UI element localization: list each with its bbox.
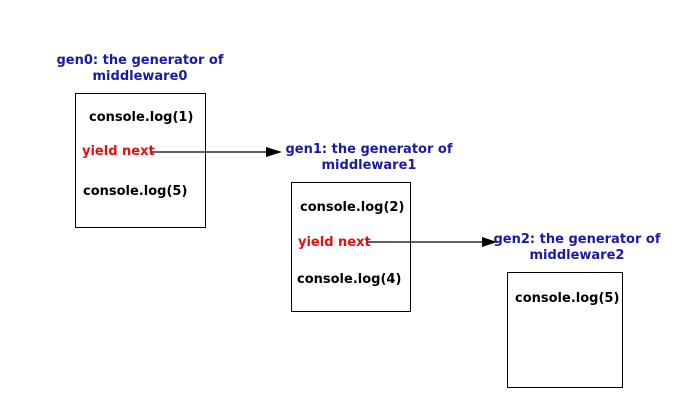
arrowhead-gen1-to-gen2 [482,237,497,247]
gen2-title: gen2: the generator of middleware2 [487,232,667,264]
gen0-title-line2: middleware0 [92,69,188,84]
gen1-title-line1: gen1: the generator of [285,142,453,157]
gen2-title-line2: middleware2 [529,248,625,263]
gen0-yield-next: yield next [82,144,155,159]
arrowhead-gen0-to-gen1 [266,147,282,157]
gen1-console-log-2: console.log(2) [300,200,405,215]
gen1-box [291,182,411,312]
gen1-yield-next: yield next [298,235,371,250]
gen2-console-log-5: console.log(5) [515,291,620,306]
gen0-box [75,93,206,228]
gen1-title-line2: middleware1 [321,158,417,173]
gen0-console-log-5: console.log(5) [83,184,188,199]
gen0-title: gen0: the generator of middleware0 [50,53,230,85]
gen1-console-log-4: console.log(4) [297,272,402,287]
gen0-console-log-1: console.log(1) [89,110,194,125]
gen0-title-line1: gen0: the generator of [56,53,224,68]
gen2-title-line1: gen2: the generator of [493,232,661,247]
gen2-box [507,272,623,388]
gen1-title: gen1: the generator of middleware1 [279,142,459,174]
